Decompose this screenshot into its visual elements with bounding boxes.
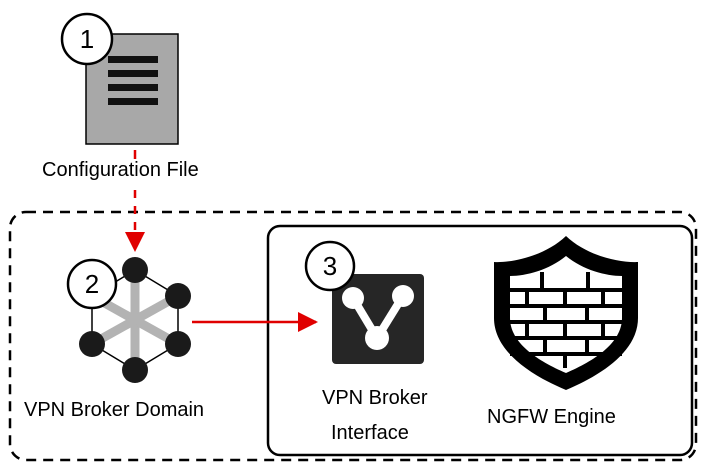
- step-3-badge: [304, 240, 356, 292]
- step-3-number: 3: [322, 251, 338, 281]
- config-file-label: Configuration File: [42, 159, 199, 181]
- broker-interface-label-line1: VPN Broker: [322, 387, 428, 409]
- domain-boundary: [8, 210, 698, 462]
- broker-interface-label-line2: Interface: [331, 422, 409, 444]
- step-2-number: 2: [84, 269, 100, 299]
- branch-connector-icon: [332, 274, 424, 364]
- step-2-badge: [66, 258, 118, 310]
- broker-domain-label: VPN Broker Domain: [24, 399, 205, 421]
- engine-label: NGFW Engine: [487, 406, 616, 428]
- step-1-number: 1: [79, 24, 95, 54]
- firewall-shield-icon: [494, 236, 638, 390]
- step-1-badge: [60, 12, 114, 66]
